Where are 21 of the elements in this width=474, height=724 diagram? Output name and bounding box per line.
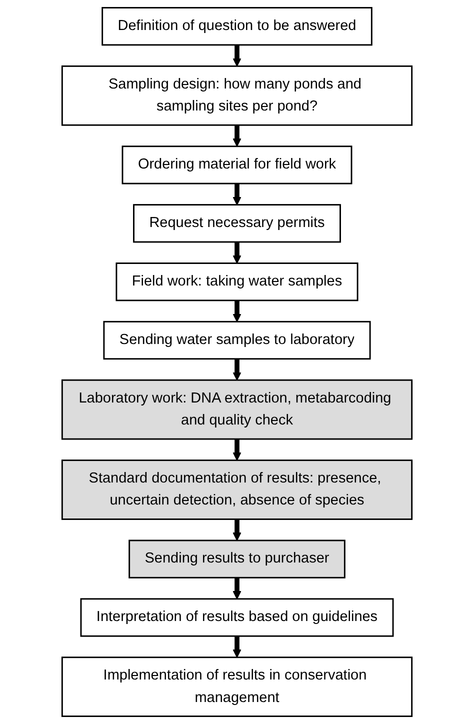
node-box: Laboratory work: DNA extraction, metabarcoding and quality check (61, 379, 413, 440)
node-box: Field work: taking water samples (116, 262, 358, 302)
arrow (232, 358, 242, 380)
arrow (232, 124, 242, 147)
arrow (232, 518, 242, 541)
arrow (232, 300, 242, 322)
node-box: Sampling design: how many ponds and sampling sites per pond? (61, 65, 413, 126)
arrow (232, 438, 242, 461)
node-box: Implementation of results in conservation management (61, 656, 413, 717)
node-box: Interpretation of results based on guidelines (80, 598, 394, 637)
node-box: Sending water samples to laboratory (103, 320, 371, 360)
arrow (232, 577, 242, 600)
arrow (232, 635, 242, 658)
arrow (232, 182, 242, 206)
node-box: Sending results to purchaser (128, 540, 346, 578)
node-box: Definition of question to be answered (102, 7, 372, 46)
node-box: Standard documentation of results: presence, uncertain detection, absence of species (61, 460, 413, 520)
node-box: Ordering material for field work (122, 146, 352, 184)
node-box: Request necessary permits (133, 204, 341, 243)
arrow (232, 44, 242, 67)
arrow (232, 241, 242, 264)
